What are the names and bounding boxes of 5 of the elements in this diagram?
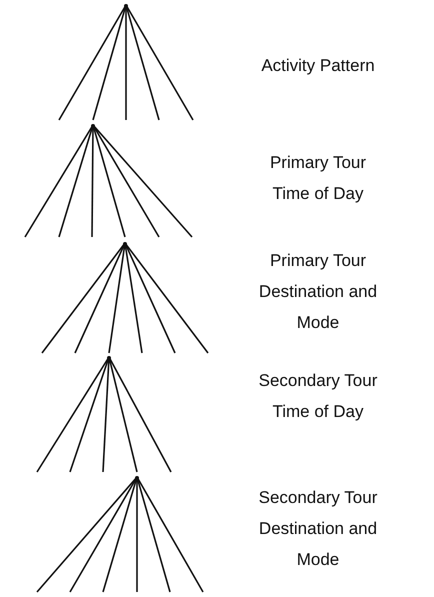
level-label: Activity Pattern [260, 55, 376, 77]
level-label: Primary Tour Destination and Mode [258, 250, 378, 334]
level-label: Primary Tour Time of Day [268, 152, 368, 205]
level-label: Secondary Tour Destination and Mode [258, 487, 378, 571]
level-label: Secondary Tour Time of Day [258, 370, 378, 423]
